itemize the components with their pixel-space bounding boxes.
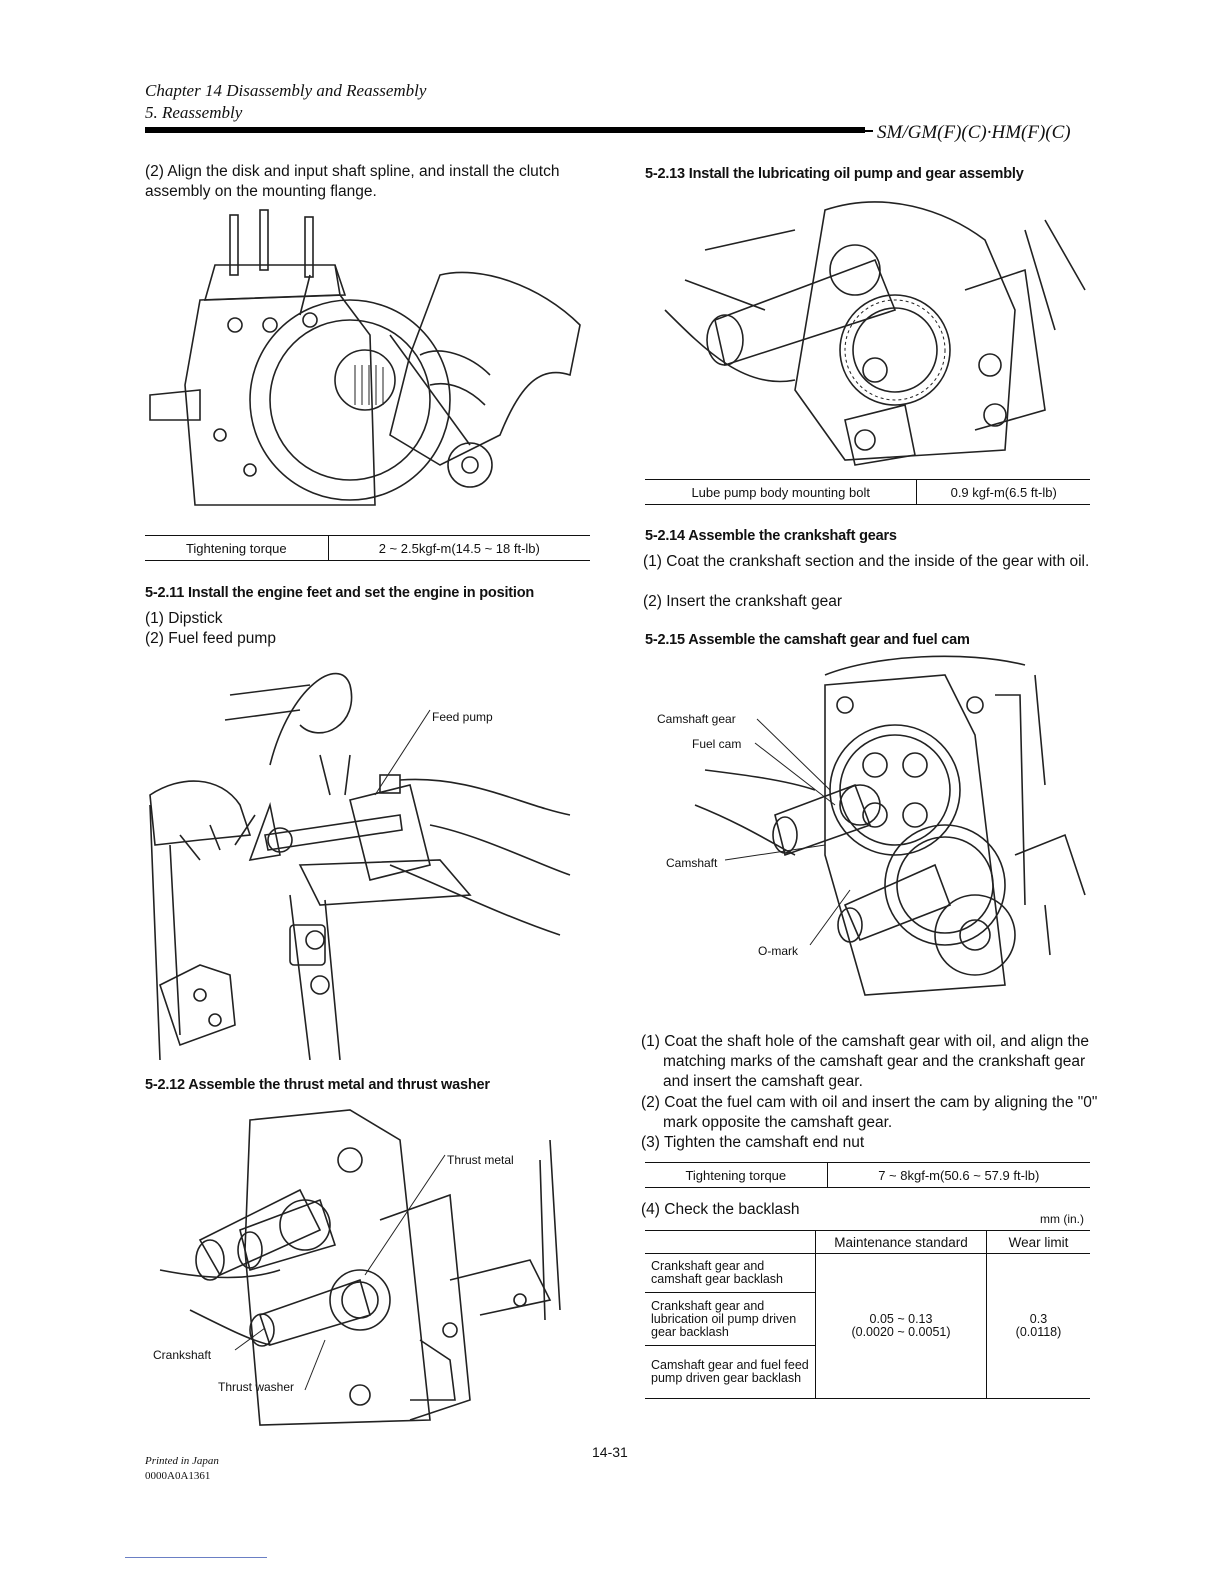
printed-in-label: Printed in Japan: [145, 1455, 219, 1467]
list-item: (1) Dipstick: [145, 610, 223, 627]
torque-value: 7 ~ 8kgf-m(50.6 ~ 57.9 ft-lb): [878, 1167, 1040, 1183]
heading-5-2-13: 5-2.13 Install the lubricating oil pump …: [645, 166, 1024, 182]
column-header: Wear limit: [986, 1230, 1090, 1254]
unit-label: mm (in.): [1040, 1212, 1084, 1226]
column-header: Maintenance standard: [815, 1230, 987, 1254]
callout-o-mark: O-mark: [758, 944, 798, 958]
backlash-table: Maintenance standard Wear limit Cranksha…: [645, 1230, 1090, 1399]
torque-spec-lube-pump: Lube pump body mounting bolt 0.9 kgf-m(6…: [645, 479, 1090, 505]
page-number: 14-31: [592, 1444, 628, 1460]
section-title: 5. Reassembly: [145, 103, 243, 122]
list-item: (2) Insert the crankshaft gear: [643, 593, 843, 610]
std-mm: 0.05 ~ 0.13: [869, 1312, 933, 1326]
table-cell: Crankshaft gear and lubrication oil pump…: [645, 1292, 816, 1346]
limit-mm: 0.3: [1029, 1312, 1048, 1326]
list-item: (1) Coat the shaft hole of the camshaft …: [641, 1033, 1090, 1090]
callout-feed-pump: Feed pump: [432, 710, 493, 724]
table-cell: Crankshaft gear and camshaft gear backla…: [645, 1253, 816, 1293]
table-row: Maintenance standard Wear limit: [645, 1230, 1090, 1254]
document-code: 0000A0A1361: [145, 1470, 211, 1482]
torque-spec-clutch: Tightening torque 2 ~ 2.5kgf-m(14.5 ~ 18…: [145, 535, 590, 561]
heading-5-2-14: 5-2.14 Assemble the crankshaft gears: [645, 528, 897, 544]
table-row: Camshaft gear and fuel feed pump driven …: [645, 1345, 1090, 1399]
table-cell: 0.05 ~ 0.13 (0.0020 ~ 0.0051): [815, 1253, 987, 1399]
callout-camshaft-gear: Camshaft gear: [657, 712, 736, 726]
header-rule: [145, 127, 865, 133]
callout-thrust-washer: Thrust washer: [218, 1380, 295, 1394]
list-item: (2) Fuel feed pump: [145, 630, 276, 647]
list-item: (4) Check the backlash: [641, 1201, 800, 1218]
heading-5-2-15: 5-2.15 Assemble the camshaft gear and fu…: [645, 632, 970, 648]
torque-value: 0.9 kgf-m(6.5 ft-lb): [950, 484, 1057, 500]
callout-thrust-metal: Thrust metal: [447, 1153, 514, 1167]
torque-label: Tightening torque: [645, 1163, 828, 1187]
header-rule-end: [865, 130, 873, 132]
heading-5-2-12: 5-2.12 Assemble the thrust metal and thr…: [145, 1077, 490, 1093]
list-item: (1) Coat the crankshaft section and the …: [643, 553, 1090, 570]
limit-in: (0.0118): [1015, 1325, 1062, 1339]
torque-spec-camshaft: Tightening torque 7 ~ 8kgf-m(50.6 ~ 57.9…: [645, 1162, 1090, 1188]
camshaft-gear-illustration: [694, 655, 1086, 996]
torque-label: Lube pump body mounting bolt: [645, 480, 918, 504]
torque-label: Tightening torque: [145, 536, 329, 560]
chapter-title: Chapter 14 Disassembly and Reassembly: [145, 81, 427, 100]
std-in: (0.0020 ~ 0.0051): [851, 1325, 951, 1339]
list-item: (3) Tighten the camshaft end nut: [641, 1134, 865, 1151]
feed-pump-illustration: [149, 672, 571, 1060]
lube-oil-pump-illustration: [664, 201, 1086, 466]
callout-fuel-cam: Fuel cam: [692, 737, 742, 751]
step-number: (2): [145, 163, 164, 180]
clutch-assembly-illustration: [149, 209, 581, 506]
table-cell: Camshaft gear and fuel feed pump driven …: [645, 1345, 816, 1399]
list-item: (2) Coat the fuel cam with oil and inser…: [641, 1094, 1098, 1131]
thrust-metal-illustration: [159, 1109, 561, 1426]
step-2-clutch: (2) Align the disk and input shaft splin…: [145, 162, 595, 202]
heading-5-2-11: 5-2.11 Install the engine feet and set t…: [145, 585, 535, 601]
step-text: Align the disk and input shaft spline, a…: [145, 163, 560, 200]
table-row: Crankshaft gear and camshaft gear backla…: [645, 1253, 1090, 1399]
torque-value: 2 ~ 2.5kgf-m(14.5 ~ 18 ft-lb): [378, 540, 540, 556]
table-cell: 0.3 (0.0118): [986, 1253, 1090, 1399]
callout-camshaft: Camshaft: [666, 856, 718, 870]
footer-rule: [125, 1557, 267, 1558]
model-label: SM/GM(F)(C)·HM(F)(C): [877, 122, 1071, 143]
callout-crankshaft: Crankshaft: [153, 1348, 212, 1362]
